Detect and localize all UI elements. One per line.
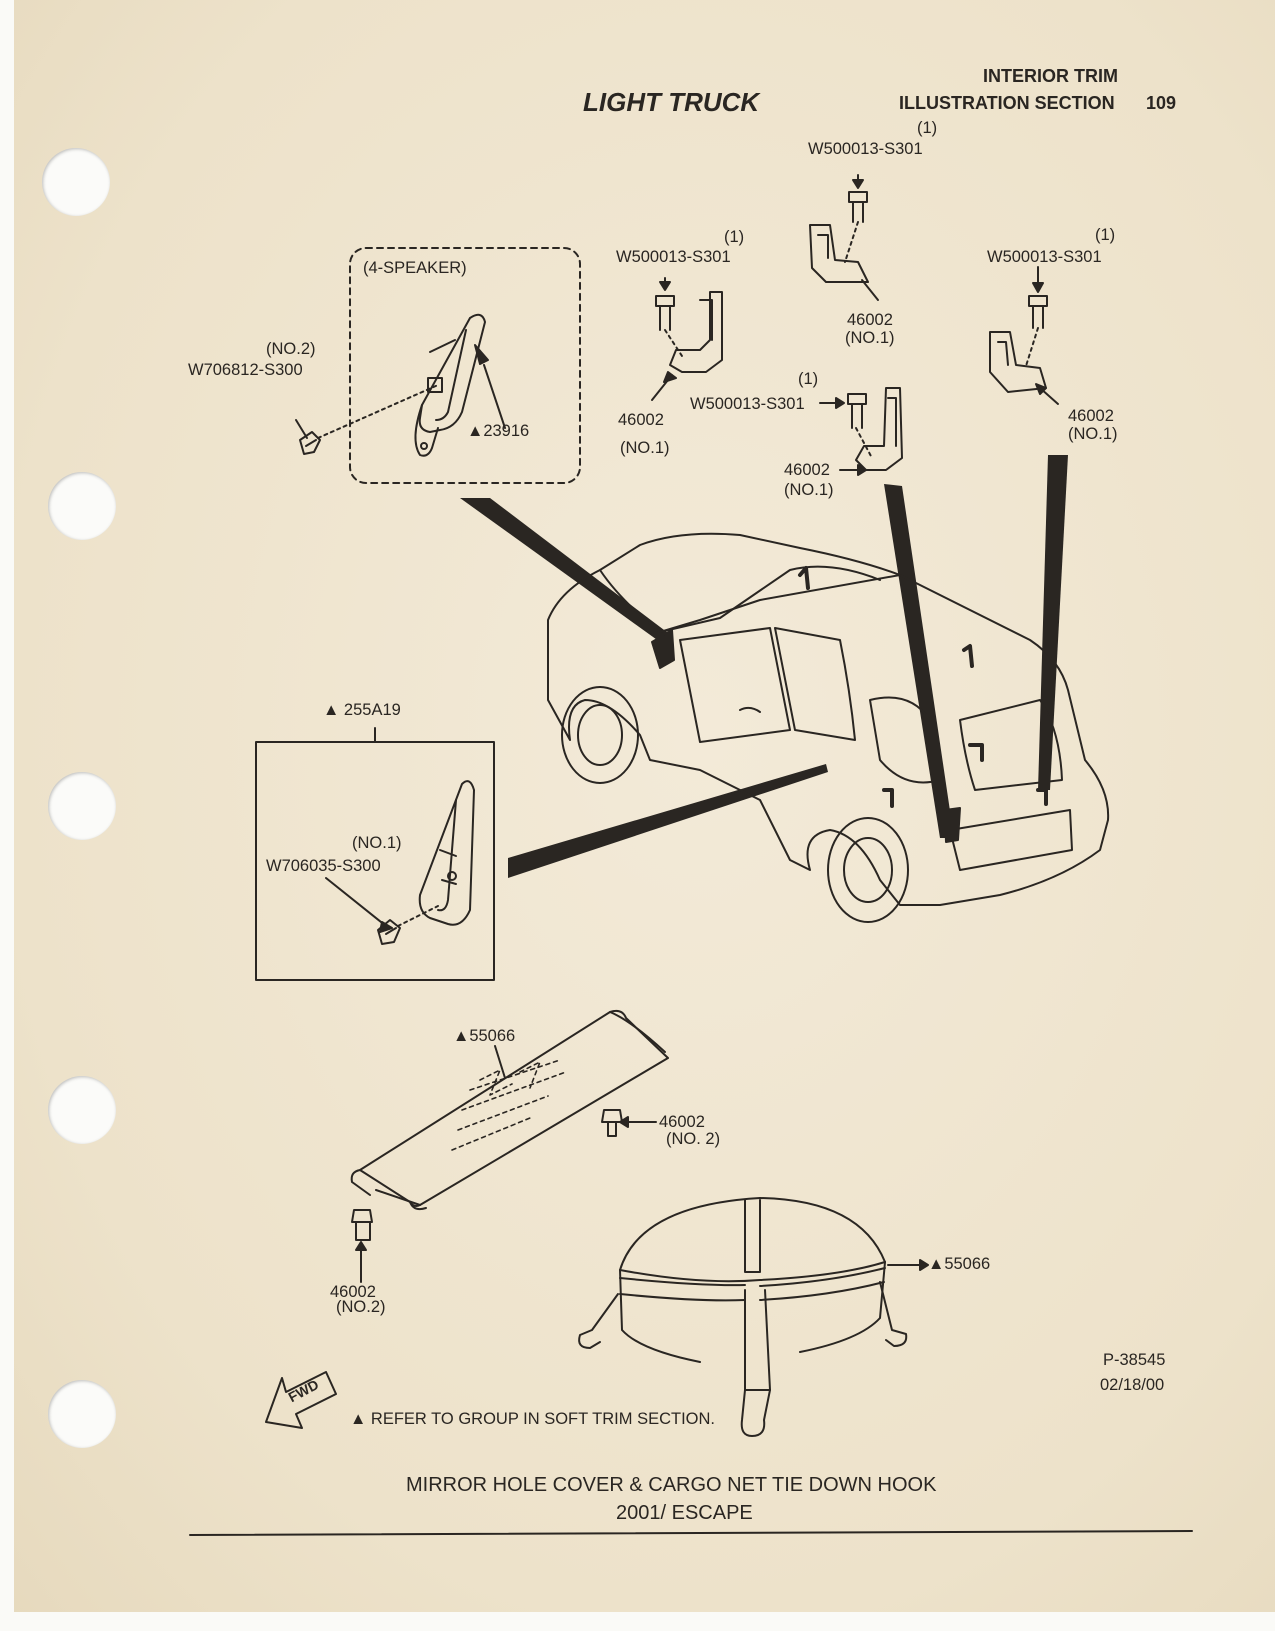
cargo-cover-part-label: ▲55066 [453, 1027, 516, 1045]
cover-fastener-left-qty: (NO.2) [336, 1298, 386, 1316]
hook-c-qty: (NO.1) [784, 481, 834, 499]
bolt-b-part: W500013-S301 [808, 140, 923, 158]
page-edge-left [0, 0, 14, 1631]
binder-hole [42, 148, 110, 216]
binder-hole [48, 1076, 116, 1144]
soft-trim-note: ▲ REFER TO GROUP IN SOFT TRIM SECTION. [350, 1410, 716, 1428]
bolt-c-part: W500013-S301 [690, 395, 805, 413]
bolt-a-qty: (1) [724, 228, 745, 246]
section-title: INTERIOR TRIM [983, 66, 1118, 86]
page-number: 109 [1146, 93, 1177, 113]
mirror-clip-part: W706035-S300 [266, 857, 381, 875]
speaker-clip-part: W706812-S300 [188, 361, 303, 379]
page-edge-bottom [0, 1612, 1275, 1631]
subsection-title: ILLUSTRATION SECTION [899, 93, 1115, 113]
tie-down-hook-d [989, 266, 1059, 405]
cover-fastener-left-part: 46002 [330, 1283, 376, 1301]
vehicle-class-title: LIGHT TRUCK [583, 87, 760, 117]
binder-hole [48, 1380, 116, 1448]
vehicle-outline [547, 532, 1110, 923]
hook-d-qty: (NO.1) [1068, 425, 1118, 443]
tie-down-hook-c [819, 387, 903, 476]
cargo-net-part-label: ▲55066 [928, 1255, 991, 1273]
bolt-a-part: W500013-S301 [616, 248, 731, 266]
cover-fastener-right-part: 46002 [659, 1113, 705, 1131]
caption-title: MIRROR HOLE COVER & CARGO NET TIE DOWN H… [406, 1474, 937, 1496]
speaker-box-label: (4-SPEAKER) [363, 259, 467, 277]
tie-down-hook-b [809, 174, 879, 301]
drawing-number: P-38545 [1103, 1351, 1166, 1369]
binder-hole [48, 772, 116, 840]
speaker-cover-part [414, 313, 486, 457]
hook-b-qty: (NO.1) [845, 329, 895, 347]
bolt-c-qty: (1) [798, 370, 819, 388]
speaker-clip [295, 344, 506, 455]
bolt-d-part: W500013-S301 [987, 248, 1102, 266]
cargo-net-part [578, 1197, 929, 1437]
speaker-cover-part-label: ▲23916 [467, 422, 530, 440]
mirror-cover-part-label: ▲ 255A19 [323, 701, 401, 719]
bolt-d-qty: (1) [1095, 226, 1116, 244]
speaker-clip-qty: (NO.2) [266, 340, 316, 358]
hook-a-part: 46002 [618, 411, 664, 429]
fwd-arrow-icon [265, 1371, 337, 1429]
bolt-b-qty: (1) [917, 119, 938, 137]
mirror-hole-cover-part [325, 780, 475, 945]
leader-bars [460, 455, 1068, 878]
cargo-cover-part [350, 1009, 669, 1211]
hook-a-qty: (NO.1) [620, 439, 670, 457]
caption-model: 2001/ ESCAPE [616, 1502, 753, 1524]
speaker-detail-box [349, 247, 581, 484]
cover-fastener-right [601, 1109, 657, 1137]
hook-d-part: 46002 [1068, 407, 1114, 425]
cover-fastener-right-qty: (NO. 2) [666, 1130, 721, 1148]
binder-hole [48, 472, 116, 540]
cover-fastener-left [351, 1209, 373, 1283]
hook-b-part: 46002 [847, 311, 893, 329]
mirror-clip-qty: (NO.1) [352, 834, 402, 852]
hook-c-part: 46002 [784, 461, 830, 479]
footer-rule [189, 1530, 1193, 1536]
drawing-date: 02/18/00 [1100, 1376, 1165, 1394]
tie-down-hook-a [651, 277, 723, 401]
